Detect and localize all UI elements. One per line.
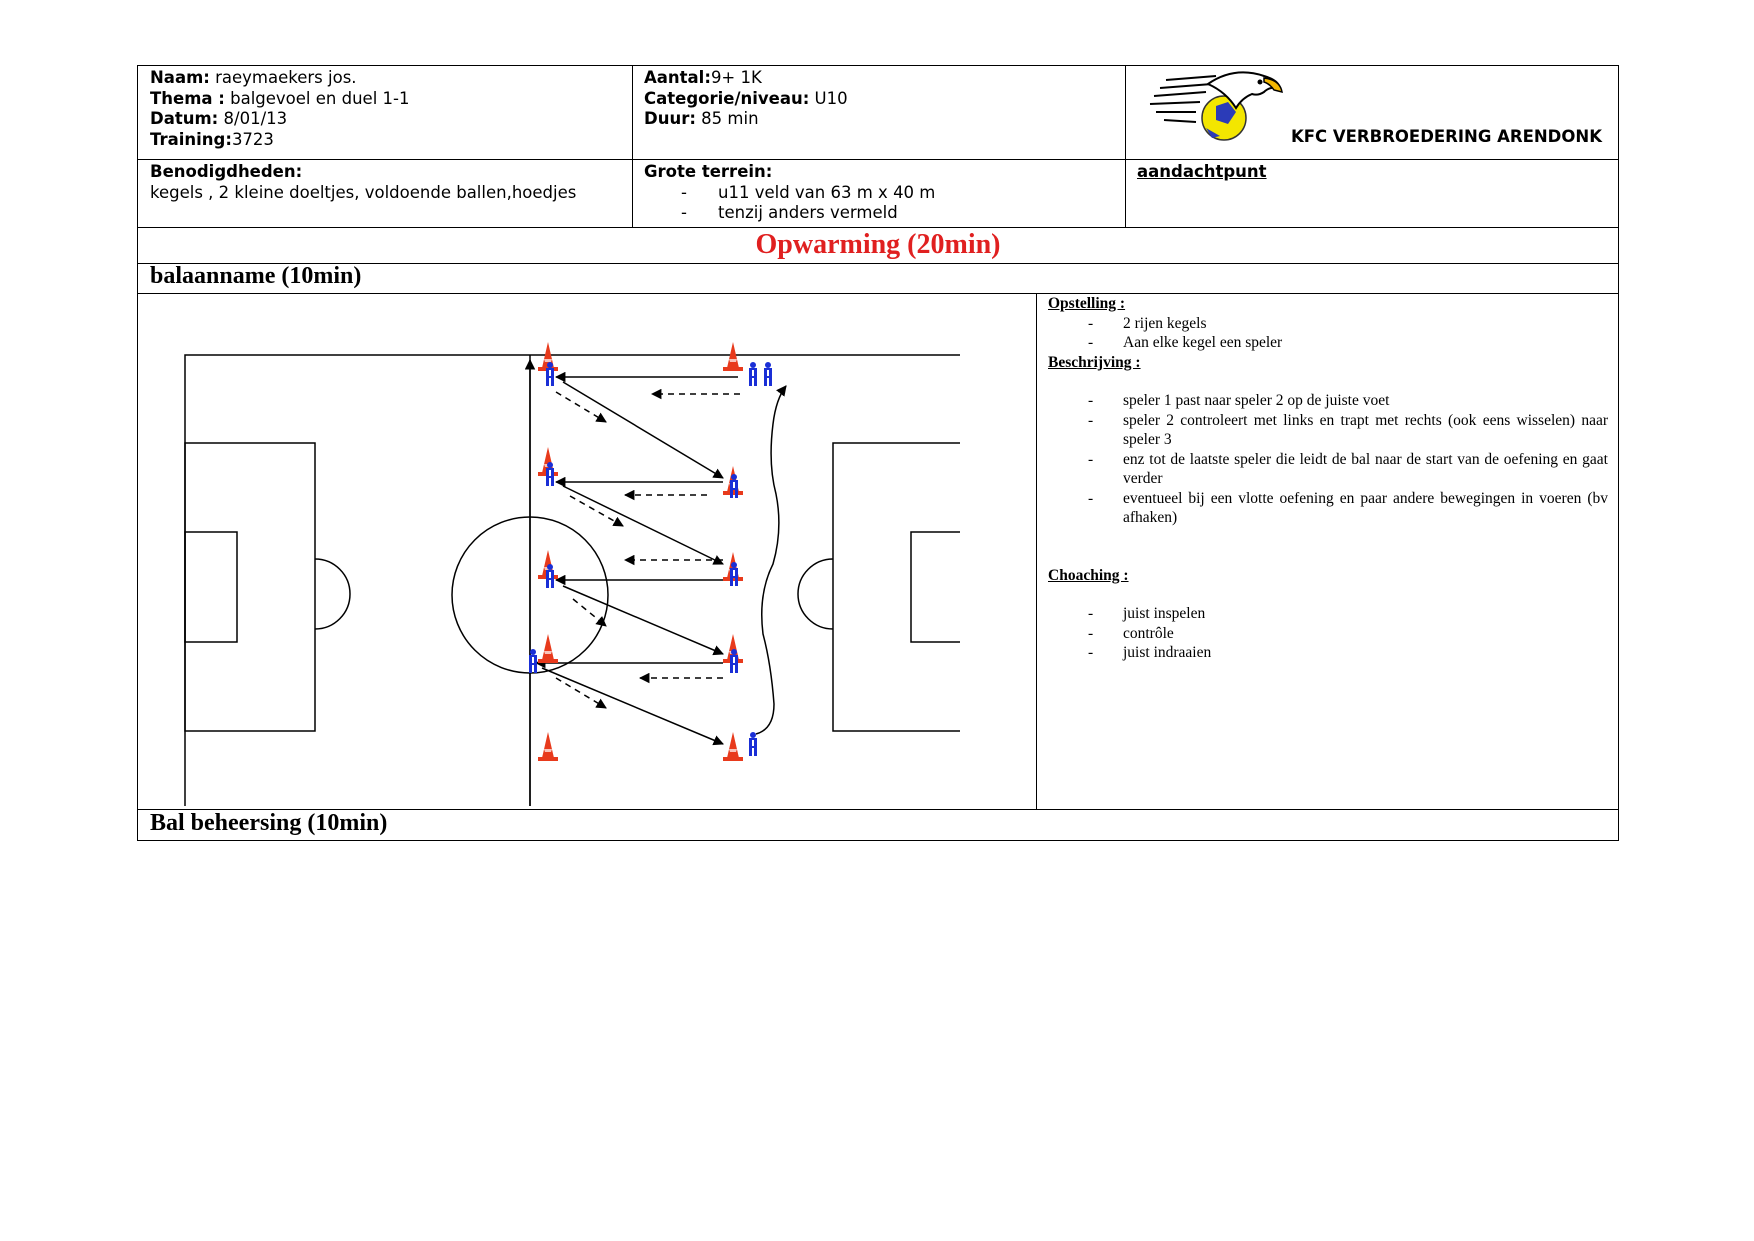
exercise1-title: balaanname (10min) xyxy=(150,263,362,289)
logo-ball-patch xyxy=(1206,128,1220,138)
row-divider xyxy=(138,159,1618,160)
list-item: eventueel bij een vlotte oefening en paa… xyxy=(1048,489,1608,528)
run-arrows xyxy=(555,388,740,709)
list-item: juist indraaien xyxy=(1048,643,1608,663)
session-info: Aantal:9+ 1K Categorie/niveau: U10 Duur:… xyxy=(644,68,848,128)
pitch-diagram xyxy=(184,342,960,806)
terrain-cell: Grote terrein: u11 veld van 63 m x 40 m … xyxy=(644,162,935,224)
col-divider xyxy=(632,66,633,227)
coaching-label: Choaching : xyxy=(1048,566,1129,584)
training-sheet: Naam: raeymaekers jos. Thema : balgevoel… xyxy=(137,65,1619,841)
row-divider xyxy=(138,227,1618,228)
list-item: Aan elke kegel een speler xyxy=(1048,333,1608,353)
list-item: speler 1 past naar speler 2 op de juiste… xyxy=(1048,391,1608,411)
attention-cell: aandachtpunt xyxy=(1137,162,1267,183)
exercise1-description: Opstelling : 2 rijen kegels Aan elke keg… xyxy=(1048,294,1608,663)
list-item: juist inspelen xyxy=(1048,604,1608,624)
warmup-title: Opwarming (20min) xyxy=(755,229,1001,260)
col-divider xyxy=(1125,66,1126,227)
row-divider xyxy=(138,293,1618,294)
opstelling-label: Opstelling : xyxy=(1048,295,1126,312)
club-name: KFC VERBROEDERING ARENDONK xyxy=(1290,127,1602,146)
list-item: 2 rijen kegels xyxy=(1048,314,1608,334)
trainer-info: Naam: raeymaekers jos. Thema : balgevoel… xyxy=(150,68,410,149)
club-logo xyxy=(1149,71,1283,141)
col-divider xyxy=(1036,293,1037,809)
pass-arrows xyxy=(534,371,738,746)
dribble-path xyxy=(755,385,787,735)
coaching-list: juist inspelen contrôle juist indraaien xyxy=(1048,604,1608,663)
list-item: contrôle xyxy=(1048,624,1608,644)
exercise2-title: Bal beheersing (10min) xyxy=(150,810,388,836)
list-item: enz tot de laatste speler die leidt de b… xyxy=(1048,450,1608,489)
beschrijving-list: speler 1 past naar speler 2 op de juiste… xyxy=(1048,391,1608,528)
terrain-item: tenzij anders vermeld xyxy=(644,203,935,224)
attention-label: aandachtpunt xyxy=(1137,162,1267,181)
row-divider xyxy=(138,263,1618,264)
logo-ball-patch xyxy=(1216,102,1236,124)
row-divider xyxy=(138,809,1618,810)
opstelling-list: 2 rijen kegels Aan elke kegel een speler xyxy=(1048,314,1608,353)
list-item: speler 2 controleert met links en trapt … xyxy=(1048,411,1608,450)
logo-speed-lines xyxy=(1149,75,1217,123)
beschrijving-label: Beschrijving : xyxy=(1048,353,1141,371)
materials-value: kegels , 2 kleine doeltjes, voldoende ba… xyxy=(150,182,577,202)
cones xyxy=(538,342,743,761)
materials-cell: Benodigdheden: kegels , 2 kleine doeltje… xyxy=(150,162,577,202)
logo-eagle-eye xyxy=(1257,79,1263,85)
logo-eagle-beak xyxy=(1263,77,1283,94)
players xyxy=(529,362,772,756)
terrain-item: u11 veld van 63 m x 40 m xyxy=(644,183,935,204)
